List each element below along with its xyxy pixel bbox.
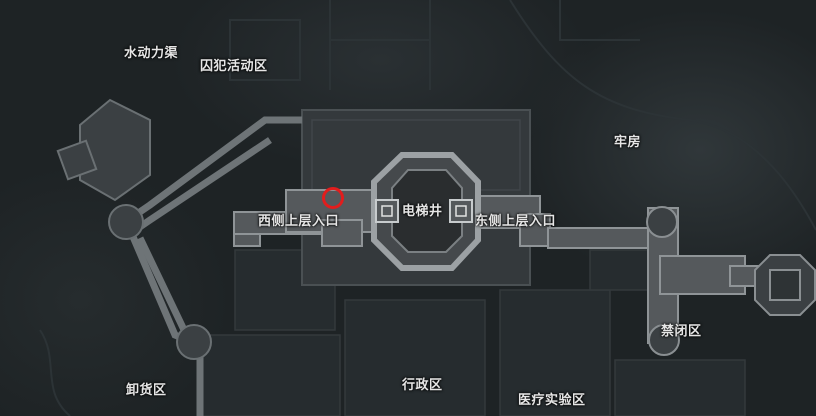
lower-buildings — [199, 249, 746, 416]
label-medical-lab[interactable]: 医疗实验区 — [518, 393, 586, 408]
east-tower — [646, 206, 816, 356]
label-cells[interactable]: 牢房 — [614, 135, 642, 150]
label-elevator-shaft[interactable]: 电梯井 — [402, 204, 443, 219]
label-west-upper-entrance[interactable]: 西侧上层入口 — [258, 214, 340, 229]
label-prisoner-area[interactable]: 囚犯活动区 — [200, 59, 268, 74]
label-restricted-area[interactable]: 禁闭区 — [661, 324, 702, 339]
label-unloading-area[interactable]: 卸货区 — [126, 383, 167, 398]
corridors — [233, 189, 766, 344]
current-location-marker[interactable] — [322, 187, 344, 209]
label-water-channel[interactable]: 水动力渠 — [124, 46, 179, 61]
terrain-lines — [39, 0, 816, 416]
label-east-upper-entrance[interactable]: 东侧上层入口 — [475, 214, 557, 229]
elevator-structure — [371, 152, 481, 271]
west-tower — [56, 98, 212, 360]
label-admin-area[interactable]: 行政区 — [402, 378, 443, 393]
